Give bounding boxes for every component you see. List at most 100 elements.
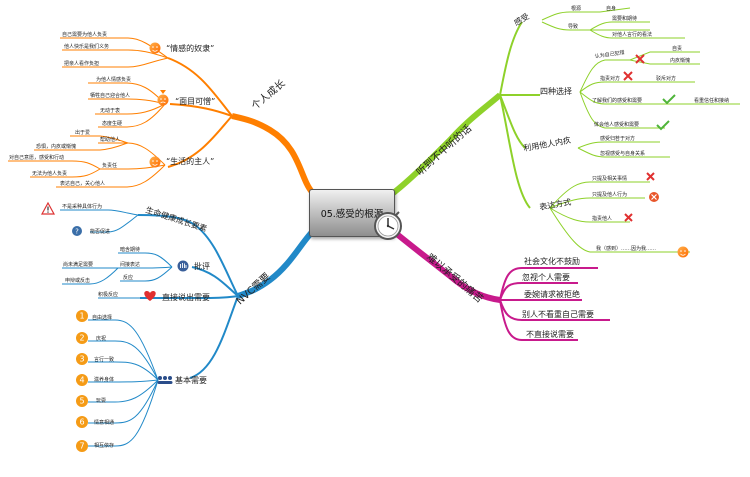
criticism-item: 暗含期待 [120,246,140,253]
obnoxious-label: “面目可憎” [175,96,215,106]
branch-nvc [60,209,315,447]
master-item: 出于爱 [75,129,90,136]
basic-need-item: 滋养身体 [94,376,114,383]
blame-item: 忽视感受与自身关系 [600,150,645,157]
obnoxious-item: 无动于衷 [100,107,120,114]
x-circle-icon [649,192,659,202]
number-badge-icon: 1 [76,310,88,322]
basic-need-item: 言行一致 [94,356,114,363]
cross-icon [623,71,633,81]
slave-item: 自己需要为他人负责 [62,31,107,38]
feeling-cause: 导致 [568,23,578,30]
center-title: 05.感受的根源 [320,209,384,220]
cross-icon [646,172,655,181]
direct-label: 直接说出需要 [162,292,210,302]
center-node: 05.感受的根源 [309,189,395,237]
check-icon [656,120,670,131]
feeling-root: 根源 [571,5,581,12]
branch-personal-trunk [231,113,315,194]
number-badge: 5 [79,397,84,406]
branch-listen-label: 听到不中听的话 [413,122,474,179]
svg-text:?: ? [75,228,79,236]
heart-icon [144,291,156,301]
choice-item: 自责 [672,45,682,52]
number-badge-icon: 3 [76,353,88,365]
express-item: 我（感到）……因为我…… [596,245,656,252]
criticism-label: 批评 [194,261,210,271]
criticism-item: 反应 [123,274,133,281]
basic-need-item: 相互依存 [94,442,114,449]
master-label: “生活的主人” [166,156,214,166]
branch-pain [390,227,610,341]
branch-listen-trunk [390,92,502,197]
number-badge-icon: 5 [76,395,88,407]
obnoxious-item: 为他人情感负责 [96,76,131,83]
pain-item: 社会文化不鼓励 [524,256,580,266]
branch-nvc-trunk [237,229,315,299]
slave-item: 把亲人看作负担 [64,60,99,67]
number-badge-icon: 6 [76,416,88,428]
branch-personal-growth [8,37,315,194]
smile-icon [149,42,161,54]
number-badge: 3 [79,355,84,364]
branch-personal-label: 个人成长 [249,77,287,112]
check-icon [662,94,676,105]
master-item: 对自己意愿，感受和行动 [9,154,64,161]
obnoxious-item: 态度生硬 [102,120,122,127]
life-label: 生命健康成长要素 [144,204,208,233]
basic-need-item: 自由选择 [92,314,112,321]
basic-need-item: 庆祝 [96,335,106,342]
basic-need-item: 玩耍 [96,398,106,404]
choice-item: 了解我们的感受和需要 [592,97,642,104]
choice-item: 驳斥对方 [656,75,676,82]
express-label: 表达方式 [539,197,572,212]
people-icon [157,376,173,384]
criticism-item: 间接表达 [120,261,140,268]
choice-item: 认为自己犯错 [594,49,625,60]
blame-label: 利用他人内疚 [523,135,572,153]
choice-item: 看重信任和接纳 [694,97,729,104]
choice-item: 内疚惭愧 [670,57,690,64]
smile-icon [677,246,689,258]
choice-item: 指责对方 [600,75,620,82]
master-item: 无法为他人负责 [32,170,67,177]
express-item: 指责他人 [592,215,612,222]
pain-item: 不直接说需要 [526,329,574,339]
number-badge-icon: 7 [76,440,88,452]
cross-icon [624,213,633,222]
choice-item: 体会他人感受和需要 [594,121,639,128]
pain-item: 委婉请求被拒绝 [524,289,580,299]
master-item: 表达自己，关心他人 [60,180,105,187]
warning-icon [40,201,56,215]
slave-item: 他人快乐是我们义务 [64,43,109,50]
angry-face-icon [157,90,169,106]
feeling-label: 感受 [512,11,531,28]
master-item: 帮助他人 [100,136,120,143]
basic-need-item: 情意相通 [94,419,114,426]
criticism-item: 尚未满足需要 [63,261,93,268]
number-badge-icon: 2 [76,332,88,344]
number-badge: 7 [79,442,84,451]
master-item: 恐惧，内疚或惭愧 [36,143,76,150]
basic-needs-list: 1 自由选择 2 庆祝 3 言行一致 4 滋养身体 5 玩耍 6 情意相通 7 … [76,310,114,452]
branch-pain-label: 难以承受的痛苦 [424,250,486,305]
blame-item: 感受归咎于对方 [600,135,635,142]
feeling-item: 对他人言行的看法 [612,31,652,38]
life-item: 能否促进 [90,228,110,235]
question-icon: ? [72,226,82,236]
smile-icon [149,156,161,168]
number-badge: 2 [79,334,84,343]
master-item: 负责任 [102,162,117,169]
pain-item: 别人不看重自己需要 [522,309,594,319]
direct-item: 积极反应 [98,291,118,298]
feeling-item: 需要和期待 [612,15,637,22]
number-badge: 6 [79,418,84,427]
cross-icon [635,54,645,64]
branch-nvc-label: NVC需要 [234,271,273,308]
four-choices-label: 四种选择 [540,86,572,96]
basic-label: 基本需要 [175,375,207,385]
life-item: 不是采种具体行为 [62,203,102,210]
express-item: 只提及他人行为 [592,191,627,198]
